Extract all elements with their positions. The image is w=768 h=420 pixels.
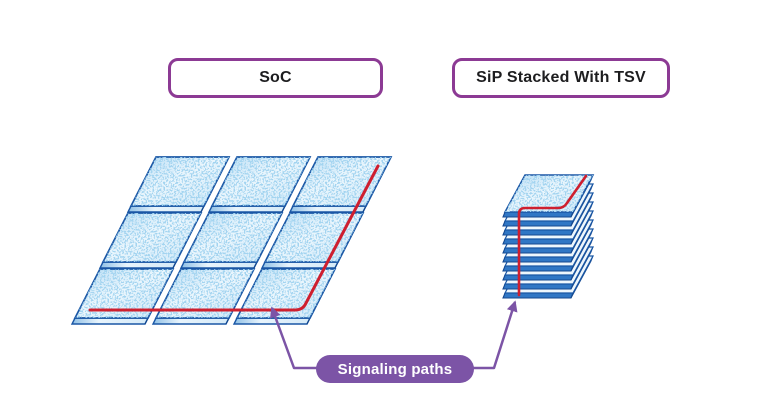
signaling-paths-badge: Signaling paths: [316, 355, 474, 383]
callout-connector-right: [473, 300, 518, 370]
sip-signal-path: [517, 174, 588, 297]
soc-label: SoC: [259, 69, 292, 86]
soc-signal-path: [88, 164, 380, 312]
sip-label-box: SiP Stacked With TSV: [452, 58, 670, 98]
soc-label-box: SoC: [168, 58, 383, 98]
sip-label: SiP Stacked With TSV: [476, 69, 646, 86]
callout-connector-left: [270, 306, 317, 370]
sip-stack: [503, 175, 593, 299]
signaling-paths-label: Signaling paths: [337, 360, 453, 378]
soc-chip-grid: [72, 157, 391, 324]
